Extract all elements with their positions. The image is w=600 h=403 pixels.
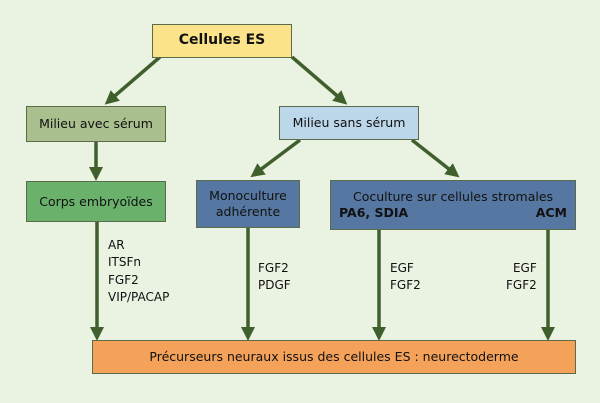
node-precurseurs-neuraux: Précurseurs neuraux issus des cellules E… bbox=[92, 340, 576, 374]
node-milieu-avec-serum-label: Milieu avec sérum bbox=[39, 116, 153, 132]
node-milieu-sans-serum: Milieu sans sérum bbox=[279, 106, 419, 140]
factors-pa6: EGF FGF2 bbox=[390, 260, 421, 295]
node-monoculture-line1: Monoculture bbox=[209, 188, 287, 204]
node-coculture-pa6-sdia: PA6, SDIA bbox=[339, 205, 409, 220]
factor-corps-itsfn: ITSFn bbox=[108, 255, 141, 270]
node-precurseurs-neuraux-label: Précurseurs neuraux issus des cellules E… bbox=[149, 349, 519, 365]
node-milieu-avec-serum: Milieu avec sérum bbox=[26, 106, 166, 142]
factor-corps-fgf2: FGF2 bbox=[108, 272, 139, 287]
factors-acm: EGF FGF2 bbox=[506, 260, 537, 295]
factors-mono: FGF2 PDGF bbox=[258, 260, 291, 295]
factor-acm-egf: EGF bbox=[512, 261, 537, 275]
node-corps-embryoides-label: Corps embryoïdes bbox=[39, 193, 153, 209]
factor-corps-vip-pacap: VIP/PACAP bbox=[108, 290, 170, 305]
node-monoculture-line2: adhérente bbox=[215, 204, 281, 219]
factor-pa6-fgf2: FGF2 bbox=[390, 278, 421, 293]
node-coculture: Coculture sur cellules stromales PA6, SD… bbox=[330, 180, 576, 230]
node-milieu-sans-serum-label: Milieu sans sérum bbox=[292, 115, 406, 131]
arrow-es-to-avec bbox=[104, 55, 162, 105]
factor-corps-ar: AR bbox=[108, 238, 125, 252]
node-cellules-es-label: Cellules ES bbox=[178, 32, 266, 49]
factors-corps: AR ITSFn FGF2 VIP/PACAP bbox=[108, 237, 169, 307]
node-monoculture: Monoculture adhérente bbox=[196, 180, 300, 228]
factor-pa6-egf: EGF bbox=[390, 261, 414, 275]
node-coculture-subrow: PA6, SDIA ACM bbox=[339, 205, 567, 221]
node-coculture-acm: ACM bbox=[535, 205, 567, 220]
factor-mono-fgf2: FGF2 bbox=[258, 261, 289, 275]
node-corps-embryoides: Corps embryoïdes bbox=[26, 181, 166, 222]
arrow-es-to-sans bbox=[290, 55, 348, 105]
factor-acm-fgf2: FGF2 bbox=[506, 278, 537, 293]
node-coculture-title: Coculture sur cellules stromales bbox=[352, 189, 554, 205]
arrow-sans-to-mono bbox=[250, 138, 302, 178]
node-cellules-es: Cellules ES bbox=[152, 24, 292, 58]
arrow-sans-to-coculture bbox=[410, 138, 460, 178]
factor-mono-pdgf: PDGF bbox=[258, 278, 291, 293]
